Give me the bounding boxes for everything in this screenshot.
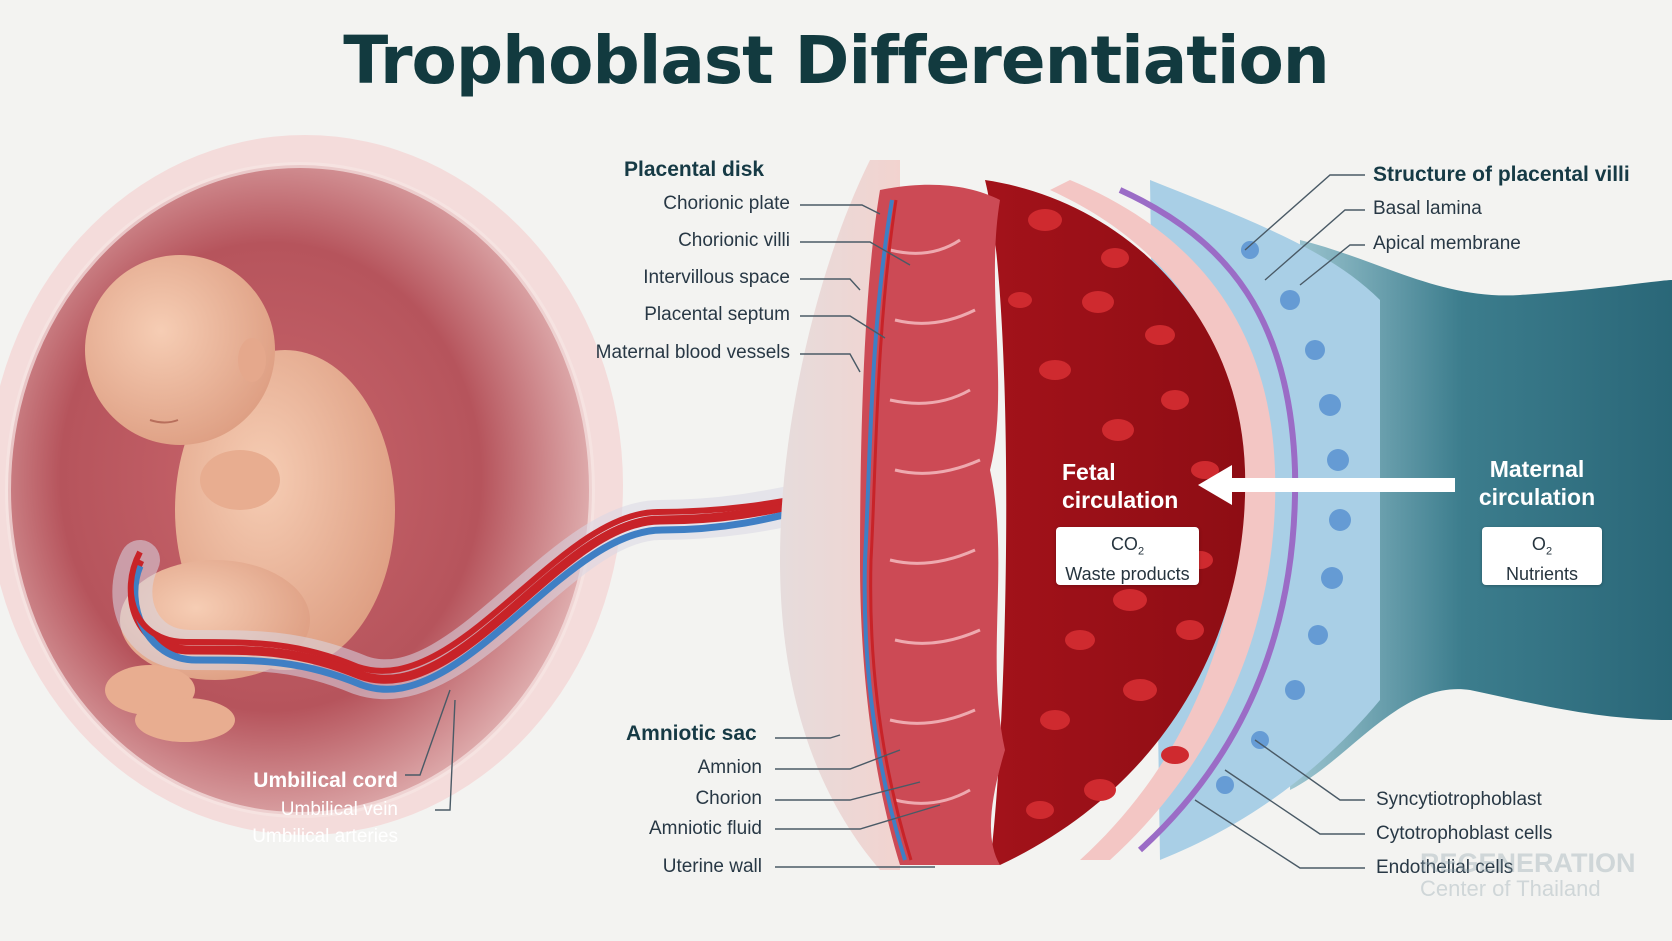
- chorionic-villi: [860, 184, 1005, 865]
- label-chorion: Chorion: [695, 788, 762, 809]
- watermark-line1: REGENERATION: [1420, 848, 1636, 878]
- leader-lines: [405, 174, 1365, 869]
- label-amnion: Amnion: [697, 757, 762, 778]
- basal-lamina: [1118, 187, 1299, 853]
- placental-disk-heading: Placental disk: [624, 158, 765, 181]
- umbilical-cord: [112, 475, 865, 700]
- label-placental-septum: Placental septum: [644, 304, 790, 325]
- label-cytotrophoblast-cells: Cytotrophoblast cells: [1376, 823, 1553, 844]
- label-uterine-wall: Uterine wall: [662, 856, 762, 877]
- label-chorionic-villi: Chorionic villi: [678, 230, 790, 251]
- maternal-vessel: [1290, 240, 1672, 790]
- page-title: Trophoblast Differentiation: [343, 22, 1330, 99]
- maternal-gas: O2: [1531, 534, 1553, 558]
- label-umbilical-vein: Umbilical vein: [280, 799, 398, 820]
- cytotrophoblast-cells: [1216, 241, 1351, 794]
- fetal-circulation-box: CO2 Waste products: [1056, 527, 1199, 585]
- label-intervillous-space: Intervillous space: [643, 267, 790, 288]
- label-chorionic-plate: Chorionic plate: [663, 193, 790, 214]
- maternal-circulation-label: Maternal circulation: [1478, 456, 1596, 510]
- fetal-gas: CO2: [1110, 534, 1145, 558]
- syncytiotrophoblast-layer: [1050, 180, 1276, 860]
- circulation-arrow: [1198, 465, 1455, 505]
- umbilical-cord-heading: Umbilical cord: [253, 769, 398, 792]
- amniotic-sac-heading: Amniotic sac: [626, 722, 757, 745]
- label-amniotic-fluid: Amniotic fluid: [649, 818, 762, 839]
- maternal-circulation-box: O2 Nutrients: [1482, 527, 1602, 585]
- watermark-line2: Center of Thailand: [1420, 876, 1601, 901]
- maternal-box-text: Nutrients: [1505, 563, 1579, 584]
- chorionic-plate-vessel: [862, 199, 907, 861]
- label-syncytiotrophoblast: Syncytiotrophoblast: [1376, 789, 1542, 810]
- label-basal-lamina: Basal lamina: [1373, 198, 1482, 219]
- fetal-box-text: Waste products: [1065, 563, 1190, 584]
- intervillous-space: [985, 180, 1246, 865]
- label-apical-membrane: Apical membrane: [1373, 233, 1521, 254]
- label-umbilical-arteries: Umbilical arteries: [252, 826, 398, 847]
- label-maternal-blood-vessels: Maternal blood vessels: [595, 342, 790, 363]
- label-endothelial-cells: Endothelial cells: [1376, 857, 1514, 878]
- fetal-circulation-label: Fetal circulation: [1062, 459, 1179, 513]
- villi-structure-heading: Structure of placental villi: [1373, 163, 1630, 186]
- villi-branches: [889, 238, 981, 805]
